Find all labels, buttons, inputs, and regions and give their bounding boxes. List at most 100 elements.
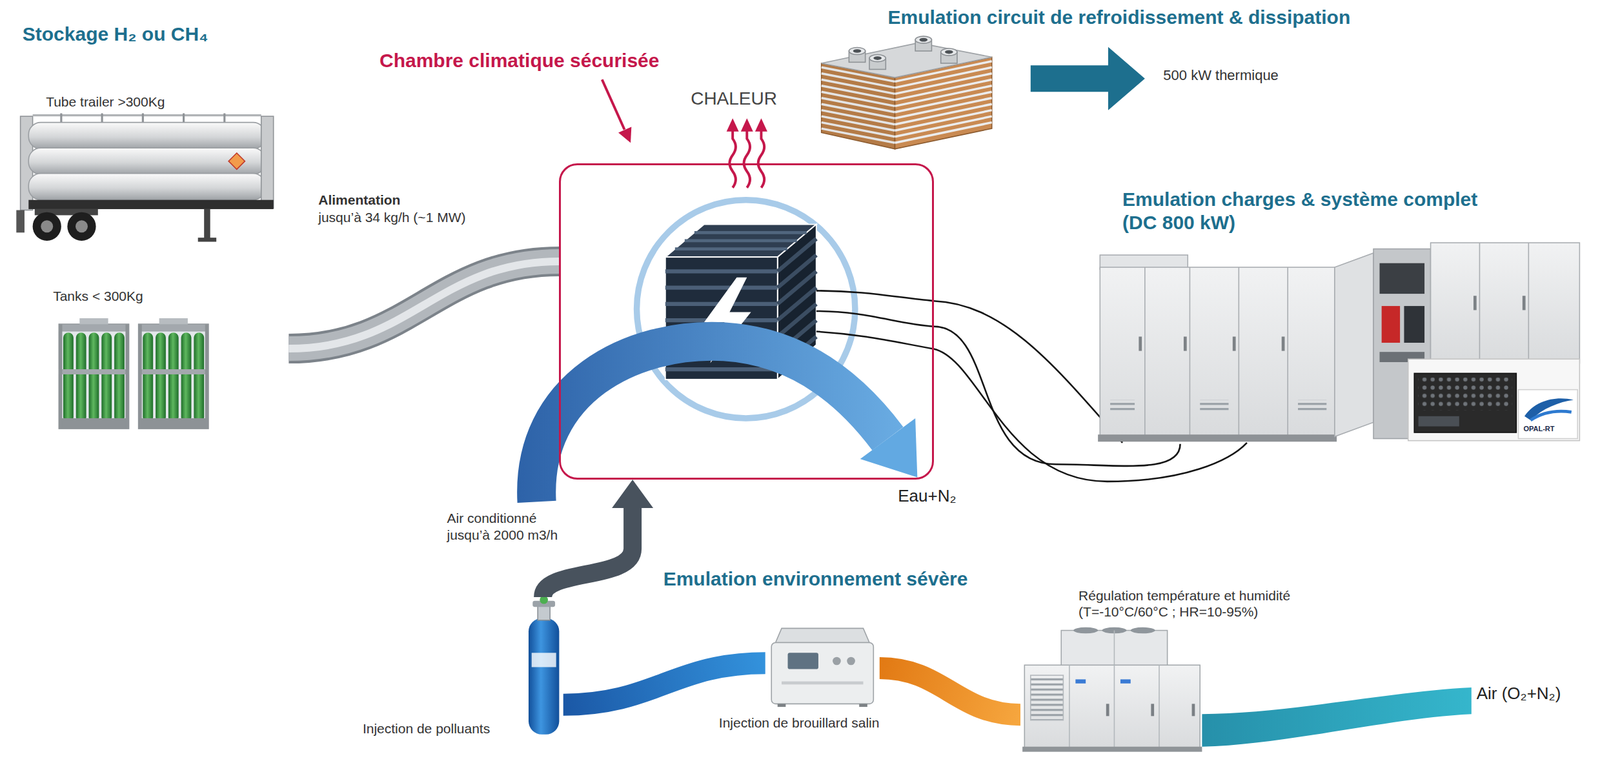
power-cabinets-part	[1183, 336, 1187, 351]
heat-arrows-part	[758, 129, 765, 188]
air-handling-unit-picture-part	[1120, 678, 1131, 683]
heat-arrows-part	[744, 129, 750, 188]
air-handling-unit-picture-part	[1192, 703, 1196, 716]
power-cabinets-part	[1479, 242, 1529, 363]
tube-trailer-picture-part	[75, 220, 88, 233]
power-cabinets-part	[1199, 399, 1229, 412]
climate-regulator: Régulation température et humidité (T=-1…	[1020, 624, 1202, 756]
plate-heat-exchanger	[821, 36, 993, 150]
plate-heat-exchanger-part	[915, 36, 932, 44]
power-cabinets-part	[1379, 263, 1426, 294]
plate-heat-exchanger-part	[848, 47, 865, 55]
band-connector	[879, 668, 1021, 715]
real-time-simulator-part	[1408, 358, 1580, 441]
tube-trailer: Tube trailer >300Kg	[10, 89, 281, 254]
equipment-caption: Tube trailer >300Kg	[45, 93, 165, 110]
power-cabinets-part	[1473, 295, 1477, 310]
power-value: 500 kW thermique	[1163, 67, 1279, 84]
heat-arrows-part	[729, 129, 736, 188]
storage-group: Stockage H₂ ou CH₄ Tube trailer >300KgTan…	[8, 14, 290, 443]
real-time-simulator	[1408, 358, 1580, 441]
air-handling-unit-picture	[1022, 627, 1202, 752]
air-handling-unit-picture-part	[1073, 627, 1098, 634]
salt-fog-generator-picture-part	[859, 703, 868, 707]
pollutant-gas-bottle-part	[528, 618, 559, 735]
power-cabinets-part	[1281, 336, 1286, 351]
salt-fog-generator-picture-part	[771, 642, 874, 705]
power-cabinets-part	[1144, 267, 1288, 437]
dissipation-arrow	[1030, 47, 1145, 111]
pollutant-gas-bottle-part	[539, 595, 548, 605]
tube-trailer-picture-part	[16, 210, 25, 233]
heat-label: CHALEUR	[690, 87, 778, 110]
load-emulator: Emulation charges & système complet (DC …	[1097, 185, 1588, 445]
tube-trailer-picture-part	[28, 122, 266, 150]
plate-heat-exchanger-part	[821, 67, 896, 143]
heat-arrows-part	[740, 118, 754, 132]
plate-heat-exchanger-part	[869, 54, 886, 62]
plate-heat-exchanger-part	[853, 49, 862, 53]
tube-trailer-picture-part	[261, 116, 274, 208]
power-cabinets-part	[1403, 305, 1425, 343]
salt-fog-generator-picture-part	[777, 703, 787, 707]
power-cabinets-part	[1430, 242, 1580, 363]
power-cabinets-part	[1232, 336, 1236, 351]
air-handling-unit-picture-part	[1024, 664, 1200, 749]
plate-heat-exchanger-part	[821, 42, 993, 78]
arrow-head	[611, 479, 654, 508]
salt-fog-generator-picture-part	[832, 657, 841, 666]
air-handling-unit-picture-part	[1075, 678, 1086, 683]
band-connector	[563, 662, 766, 705]
power-cabinets-part	[1297, 399, 1327, 412]
power-cabinets-part	[1334, 253, 1374, 437]
power-cabinets-part	[1138, 336, 1142, 351]
callout-arrow-part	[602, 79, 625, 130]
tube-trailer-picture-part	[32, 212, 62, 241]
fuel-cell-stack-part	[675, 232, 807, 249]
power-cabinets-part	[1099, 267, 1335, 437]
group-heading: Stockage H₂ ou CH₄	[22, 22, 209, 46]
air-handling-unit-picture-part	[1150, 703, 1155, 716]
arrow-connector	[542, 479, 654, 598]
tube-trailer-picture-part	[198, 237, 217, 242]
feed-rate: jusqu’à 34 kg/h (~1 MW)	[318, 209, 466, 226]
salt-fog-generator-picture	[771, 627, 874, 707]
equipment-caption: Tanks < 300Kg	[52, 287, 144, 304]
callout-arrow-part	[618, 127, 632, 144]
salt-fog-generator-picture-part	[781, 681, 863, 685]
climatic-chamber: Chambre climatique sécuriséeCHALEUR	[558, 163, 934, 480]
heat-arrows-part	[755, 118, 768, 132]
pollutant-injector: Injection de polluants	[522, 597, 563, 738]
wire-line	[933, 326, 1181, 466]
tube-trailer-picture-part	[61, 112, 225, 122]
equipment-caption: Injection de brouillard salin	[718, 714, 880, 731]
tube-trailer-picture-part	[28, 147, 266, 175]
tube-trailer-picture	[16, 112, 274, 242]
real-time-simulator-part	[1418, 416, 1460, 427]
arrow-line	[542, 507, 633, 598]
air-handling-unit-picture-part	[1113, 630, 1116, 668]
power-cabinets-part	[1522, 295, 1526, 310]
chamber-heading: Chambre climatique sécurisée	[379, 49, 660, 73]
air-handling-unit-picture-part	[1030, 675, 1064, 721]
outlet-label: Eau+N₂	[897, 486, 956, 507]
power-cabinets-part	[1381, 305, 1400, 343]
pipe-connector	[288, 261, 559, 349]
inlet-label: Air (O₂+N₂)	[1476, 683, 1562, 704]
real-time-simulator-part	[1418, 377, 1513, 411]
brand-logo-text: OPAL-RT	[1523, 424, 1555, 434]
pollutant-gas-bottle	[528, 595, 559, 735]
power-cables-part	[816, 331, 934, 350]
real-time-simulator-part	[1530, 411, 1571, 421]
power-cabinets-part	[1097, 434, 1337, 442]
section-heading: Emulation charges & système complet (DC …	[1122, 187, 1480, 235]
real-time-simulator-part	[1524, 398, 1574, 421]
heat-arrows-part	[726, 118, 740, 132]
plate-heat-exchanger-part	[873, 56, 882, 61]
callout-arrow	[602, 79, 632, 143]
gas-cage-picture	[138, 318, 209, 429]
band-line	[563, 662, 766, 705]
power-cabinets-part	[1110, 399, 1135, 412]
gas-cage-picture	[59, 318, 130, 429]
